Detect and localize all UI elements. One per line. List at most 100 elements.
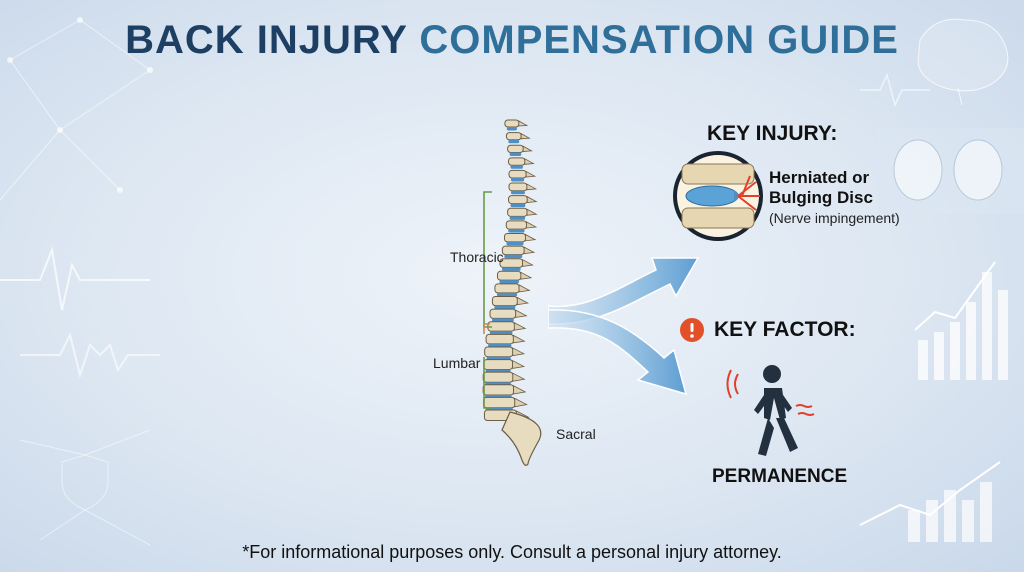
vertebra	[503, 232, 527, 243]
intervertebral-disc	[499, 280, 519, 284]
spinous-process	[520, 271, 533, 280]
intervertebral-disc	[510, 178, 525, 182]
spinous-process	[518, 120, 529, 127]
vertebra	[485, 333, 514, 345]
vertebra	[508, 195, 528, 205]
mri-panel-decor	[878, 128, 1024, 214]
spinous-process	[512, 334, 526, 344]
trend-line-decor	[914, 261, 996, 331]
disclaimer-footer: *For informational purposes only. Consul…	[242, 542, 782, 562]
spinous-process	[522, 259, 534, 267]
pain-lines-icon	[795, 404, 815, 416]
intervertebral-disc	[502, 267, 521, 271]
intervertebral-disc	[508, 139, 520, 144]
vertebra	[505, 132, 522, 141]
intervertebral-disc	[492, 318, 514, 322]
lumbar-bracket-lower	[483, 357, 492, 409]
intervertebral-disc	[511, 190, 525, 195]
spinous-process	[512, 359, 526, 369]
intervertebral-disc	[510, 165, 523, 169]
intervertebral-disc	[509, 216, 526, 220]
permanence-label: PERMANENCE	[712, 466, 848, 487]
trend-line-decor-bottom	[859, 461, 1001, 526]
spinous-process	[525, 170, 537, 178]
spinous-process	[526, 195, 538, 204]
intervertebral-disc	[508, 229, 525, 233]
injury-name-line-2: Bulging Disc	[769, 188, 873, 207]
vertebra	[482, 371, 514, 383]
spinous-process	[525, 233, 537, 242]
sacral-label: Sacral	[556, 426, 596, 442]
vertebra	[483, 359, 514, 370]
vertebra	[507, 207, 528, 217]
intervertebral-disc	[496, 292, 518, 297]
network-nodes-left	[7, 17, 153, 193]
vertebra	[507, 144, 524, 154]
spinous-process	[526, 183, 538, 191]
spinous-process	[518, 284, 531, 293]
spinous-process	[526, 221, 538, 229]
vertebra	[501, 245, 525, 256]
spinous-process	[526, 208, 538, 216]
spinous-process	[514, 397, 528, 408]
arrow-down	[548, 309, 688, 396]
shield-network-decor	[19, 429, 151, 546]
vertebrae-group	[482, 119, 538, 421]
sacrum-shape	[501, 411, 542, 466]
injury-note: (Nerve impingement)	[769, 210, 900, 226]
spinous-process	[515, 309, 528, 318]
heartbeat-line	[0, 246, 150, 311]
pain-wave-icon	[726, 369, 739, 399]
vertebra	[505, 220, 528, 230]
title-part-1: BACK INJURY	[125, 18, 408, 62]
spinous-process	[516, 296, 530, 306]
spinous-process	[513, 385, 527, 395]
lumbar-label: Lumbar	[433, 355, 481, 371]
vertebra	[491, 296, 518, 307]
vertebra	[482, 384, 515, 396]
vertebra	[508, 157, 526, 166]
thoracic-label: Thoracic	[450, 249, 504, 265]
heartbeat-line-top	[860, 72, 930, 108]
branch-arrows	[548, 257, 700, 396]
exclamation-icon	[680, 318, 704, 342]
lumbar-bracket	[483, 323, 490, 334]
vertebra	[494, 283, 520, 294]
network-decor-left	[0, 19, 151, 201]
page-title: BACK INJURY COMPENSATION GUIDE	[0, 18, 1024, 63]
intervertebral-disc	[506, 127, 517, 131]
bar-chart-decor-bottom	[908, 482, 992, 542]
vertebra	[496, 270, 522, 281]
spine-illustration	[482, 119, 542, 466]
intervertebral-disc	[504, 254, 523, 259]
spinous-process	[524, 158, 535, 165]
spinous-process	[514, 322, 527, 331]
walking-person-icon	[726, 365, 815, 456]
intervertebral-disc	[494, 305, 516, 310]
vertebra	[508, 182, 528, 192]
spinous-process	[522, 145, 533, 152]
vertebra	[508, 169, 527, 179]
thoracic-bracket	[483, 191, 492, 328]
intervertebral-disc	[509, 152, 522, 157]
spinous-process	[512, 372, 526, 382]
vertebra	[489, 308, 517, 319]
intervertebral-disc	[489, 331, 513, 335]
intervertebral-disc	[510, 203, 526, 208]
key-injury-heading: KEY INJURY:	[707, 122, 838, 145]
vertebra	[483, 396, 516, 409]
spinous-process	[523, 246, 536, 255]
key-factor-heading: KEY FACTOR:	[714, 318, 856, 341]
vertebra	[484, 346, 514, 358]
herniated-disc-icon	[673, 151, 763, 241]
spinous-process	[512, 347, 526, 357]
title-part-2: COMPENSATION GUIDE	[419, 18, 899, 62]
spinous-process	[520, 132, 531, 140]
injury-name-line-1: Herniated or	[769, 168, 870, 187]
bar-chart-decor	[918, 272, 1008, 380]
vertebra	[504, 119, 520, 128]
brain-decor	[917, 18, 1009, 106]
heartbeat-line-2	[20, 332, 160, 379]
intervertebral-disc	[506, 241, 524, 246]
